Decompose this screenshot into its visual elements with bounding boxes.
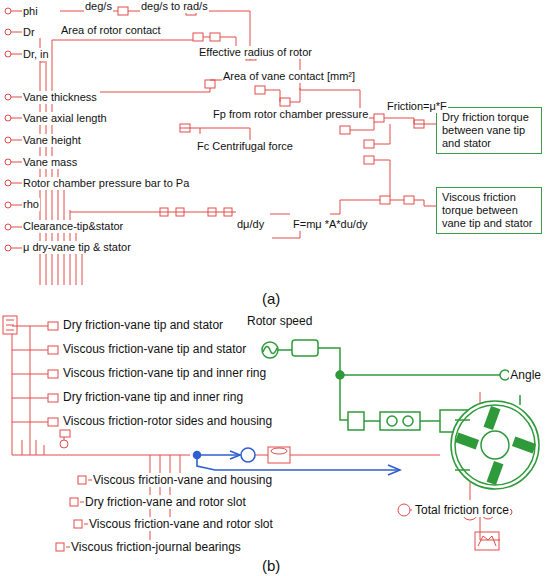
unit-label: deg/s to rad/s [140,0,209,13]
panel-caption: (a) [261,290,281,307]
port-label: Clearance-tip&stator [22,220,124,233]
port-label: phi [22,5,39,18]
block-label: Fc Centrifugal force [196,140,294,153]
port-label: μ dry-vane tip & stator [22,241,132,254]
panel-caption: (b) [261,557,281,574]
signal-label: Total friction force [414,503,510,517]
friction-label: Viscous friction-vane and housing [92,473,273,487]
block-label: Friction=μ*F [386,100,448,113]
signal-label: Angle [509,368,542,382]
box-text: Dry friction torque between vane tip and… [442,111,536,150]
block-label: Area of rotor contact [60,24,162,37]
output-box: Viscous friction torque between vane tip… [436,187,542,234]
block-label: F=mμ *A*du/dy [292,218,369,231]
port-label: Dr [22,26,36,39]
friction-label: Viscous friction-rotor sides and housing [62,414,273,428]
block-label: Effective radius of rotor [198,46,313,59]
friction-label: Dry friction-vane tip and stator [62,318,224,332]
port-label: Vane thickness [22,91,98,104]
friction-label: Viscous friction-vane tip and inner ring [62,366,267,380]
box-text: Viscous friction torque between vane tip… [442,191,536,230]
port-label: Rotor chamber pressure bar to Pa [22,177,190,190]
port-label: Dr, in [22,48,50,61]
output-box: Dry friction torque between vane tip and… [436,107,542,154]
friction-label: Viscous friction-vane and rotor slot [88,517,274,531]
signal-label: Rotor speed [246,314,313,328]
port-label: Vane axial length [22,112,108,125]
unit-label: deg/s [84,0,113,13]
friction-label: Viscous friction-vane tip and stator [62,342,247,356]
friction-label: Dry friction-vane tip and inner ring [62,390,244,404]
port-label: Vane height [22,134,82,147]
friction-label: Dry friction-vane and rotor slot [84,495,247,509]
friction-label: Viscous friction-journal bearings [70,540,242,554]
port-label: Vane mass [22,156,78,169]
block-label: dμ/dy [236,218,265,231]
port-label: rho [22,198,40,211]
block-label: Area of vane contact [mm²] [222,70,356,83]
block-label: Fp from rotor chamber pressure [212,108,369,121]
